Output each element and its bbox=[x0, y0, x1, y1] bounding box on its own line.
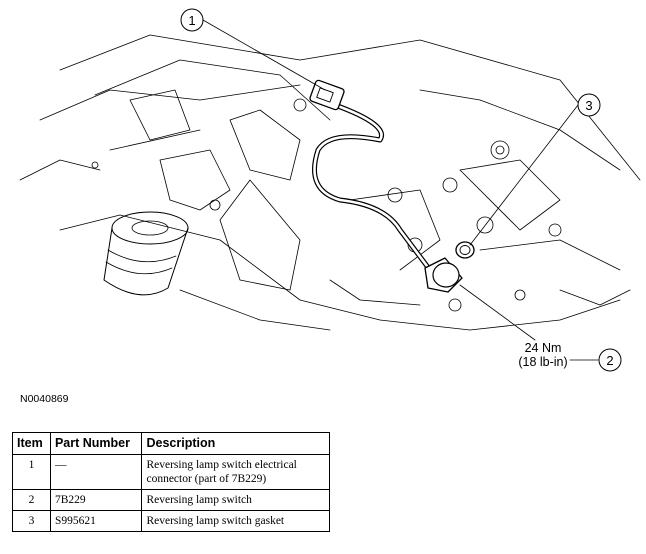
callout-3: 3 bbox=[577, 93, 601, 117]
reversing-lamp-switch-illustration: 1 3 2 24 Nm (18 lb-in) bbox=[19, 8, 641, 372]
callout-2-number: 2 bbox=[606, 353, 613, 368]
table-row: 3 S995621 Reversing lamp switch gasket bbox=[12, 510, 330, 532]
row-part-number: 7B229 bbox=[49, 489, 143, 511]
row-item: 1 bbox=[12, 454, 51, 490]
torque-lb-in: (18 lb-in) bbox=[518, 355, 567, 369]
callout-2: 2 bbox=[598, 348, 622, 372]
torque-nm: 24 Nm bbox=[525, 341, 562, 355]
row-part-number: S995621 bbox=[49, 510, 143, 532]
row-item: 3 bbox=[12, 510, 51, 532]
header-description: Description bbox=[141, 432, 330, 455]
row-description: Reversing lamp switch electrical connect… bbox=[141, 454, 330, 490]
table-header-row: Item Part Number Description bbox=[12, 432, 330, 455]
table-row: 1 — Reversing lamp switch electrical con… bbox=[12, 454, 330, 490]
row-description: Reversing lamp switch gasket bbox=[141, 510, 330, 532]
figure-id: N0040869 bbox=[20, 393, 69, 405]
row-part-number: — bbox=[49, 454, 143, 490]
callout-3-number: 3 bbox=[585, 98, 592, 113]
callout-1-number: 1 bbox=[188, 13, 195, 28]
callout-1: 1 bbox=[180, 8, 204, 32]
row-item: 2 bbox=[12, 489, 51, 511]
table-row: 2 7B229 Reversing lamp switch bbox=[12, 489, 330, 511]
header-part-number: Part Number bbox=[49, 432, 143, 455]
header-item: Item bbox=[12, 432, 51, 455]
row-description: Reversing lamp switch bbox=[141, 489, 330, 511]
parts-table: Item Part Number Description 1 — Reversi… bbox=[12, 432, 330, 532]
